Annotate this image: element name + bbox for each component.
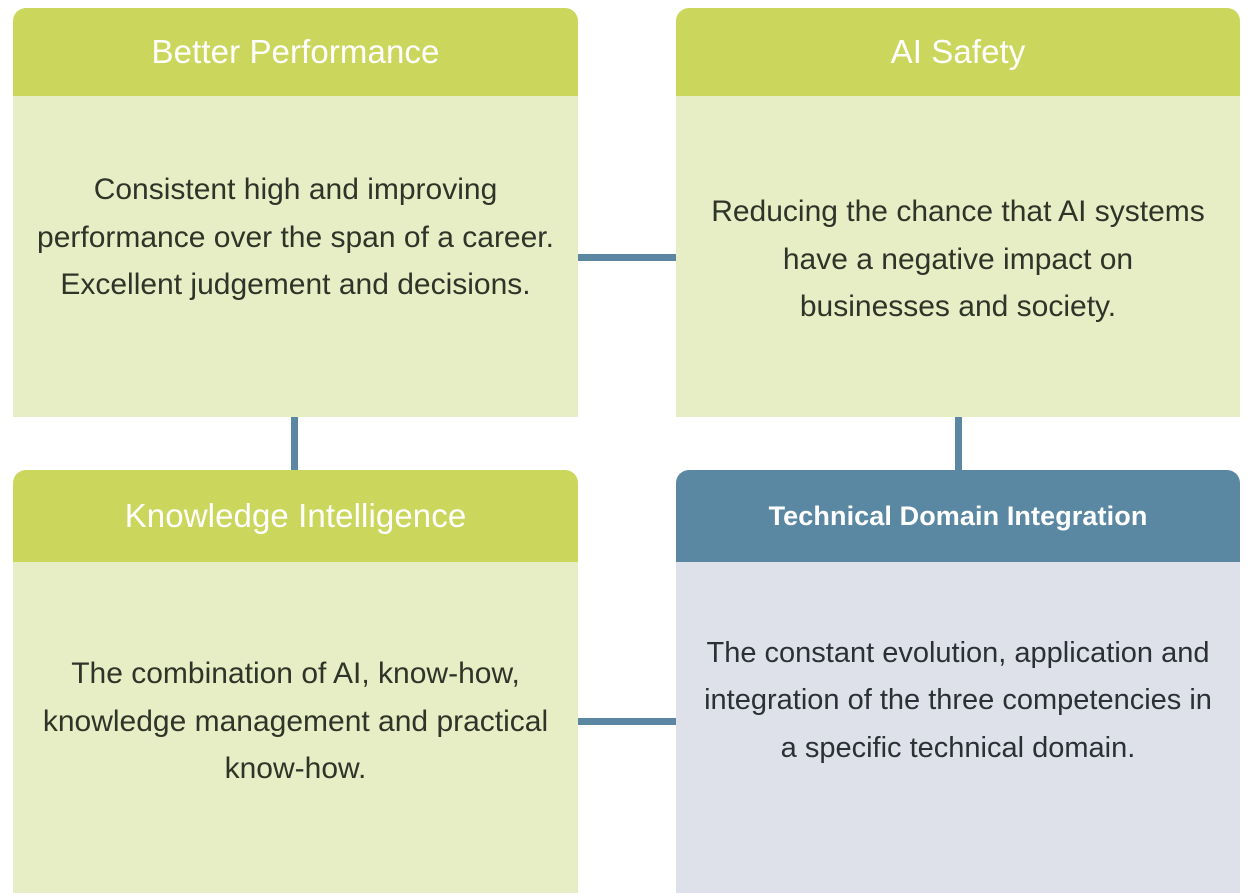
card-knowledge-intelligence-title: Knowledge Intelligence xyxy=(13,470,578,562)
card-technical-domain-integration-description: The constant evolution, application and … xyxy=(704,637,1212,764)
connector-better-performance-to-knowledge-intelligence xyxy=(291,417,298,470)
card-technical-domain-integration-body: The constant evolution, application and … xyxy=(676,562,1240,893)
connector-ai-safety-to-technical-domain-integration xyxy=(955,417,962,470)
card-better-performance[interactable]: Better Performance Consistent high and i… xyxy=(13,8,578,417)
card-better-performance-description: Consistent high and improving performanc… xyxy=(37,173,554,302)
card-technical-domain-integration-title: Technical Domain Integration xyxy=(676,470,1240,562)
card-knowledge-intelligence-description: The combination of AI, know-how, knowled… xyxy=(42,657,549,786)
card-ai-safety[interactable]: AI Safety Reducing the chance that AI sy… xyxy=(676,8,1240,417)
card-knowledge-intelligence-body: The combination of AI, know-how, knowled… xyxy=(13,562,578,893)
card-ai-safety-title: AI Safety xyxy=(676,8,1240,96)
card-knowledge-intelligence[interactable]: Knowledge Intelligence The combination o… xyxy=(13,470,578,893)
card-ai-safety-body: Reducing the chance that AI systems have… xyxy=(676,96,1240,417)
connector-better-performance-to-ai-safety xyxy=(578,254,676,261)
card-ai-safety-description: Reducing the chance that AI systems have… xyxy=(711,195,1205,324)
connector-knowledge-intelligence-to-technical-domain-integration xyxy=(578,718,676,725)
card-better-performance-body: Consistent high and improving performanc… xyxy=(13,96,578,417)
card-better-performance-title: Better Performance xyxy=(13,8,578,96)
card-technical-domain-integration[interactable]: Technical Domain Integration The constan… xyxy=(676,470,1240,893)
